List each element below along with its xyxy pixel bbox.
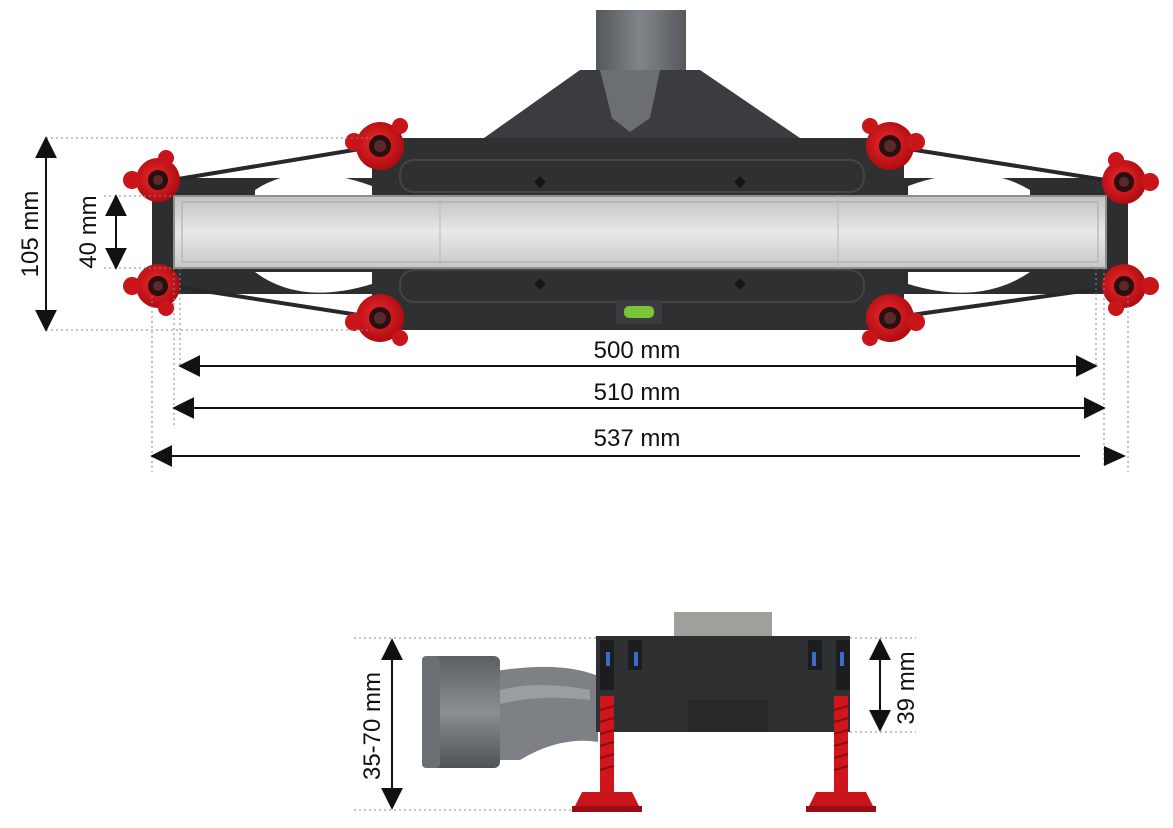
red-feet-top-view [123, 118, 1159, 346]
side-red-feet [572, 696, 876, 812]
dim-label-105: 105 mm [17, 191, 44, 278]
side-view-guide-lines [354, 637, 916, 811]
outlet-pipe [596, 10, 686, 70]
side-grate [674, 612, 772, 638]
side-view-drain [422, 612, 876, 812]
side-outlet-pipe [428, 656, 500, 768]
dim-label-40: 40 mm [75, 195, 102, 268]
top-view-drain [123, 10, 1159, 346]
side-view-dimensions [381, 638, 891, 810]
dim-label-510: 510 mm [594, 379, 681, 406]
top-view-dimensions [35, 136, 1126, 467]
dim-label-39: 39 mm [893, 651, 920, 724]
dim-arrow-537-right [1104, 446, 1126, 466]
dim-label-35-70: 35-70 mm [359, 672, 386, 780]
dim-label-537: 537 mm [594, 425, 681, 452]
side-outlet-pipe-elbow [490, 666, 598, 760]
dim-label-500: 500 mm [594, 337, 681, 364]
grate [173, 195, 1107, 269]
top-view-guide-lines [46, 137, 1129, 472]
